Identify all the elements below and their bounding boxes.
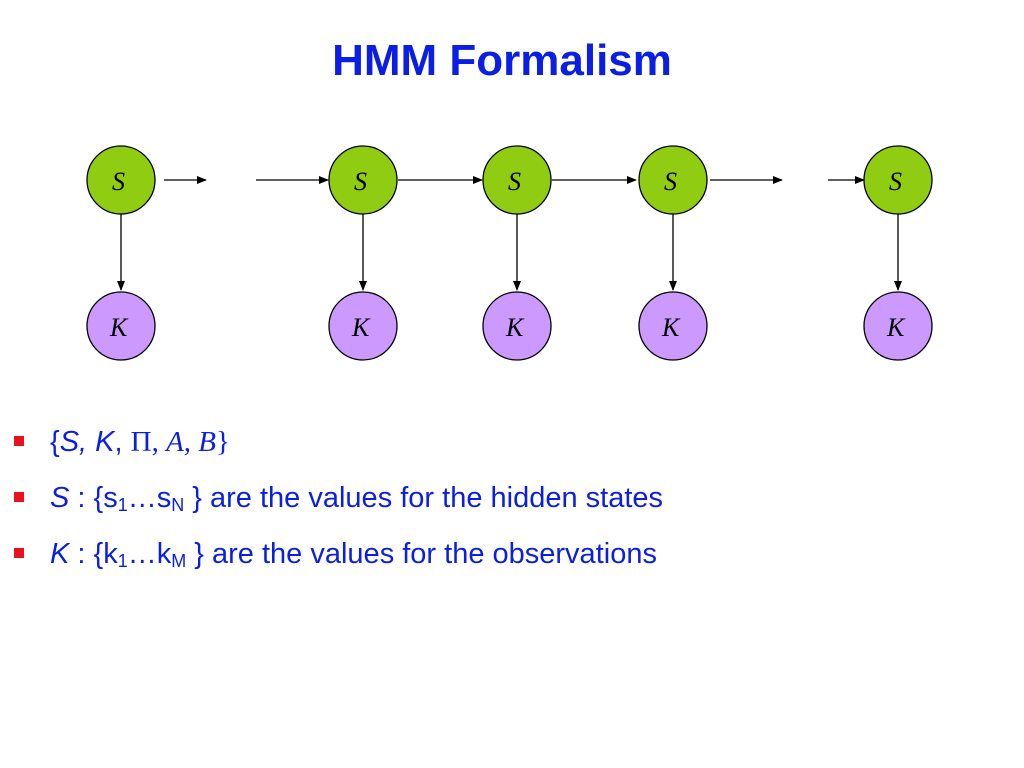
bullet-item-tuple: {S, K, Π, A, B}	[14, 420, 663, 476]
bullet-item-observations: K : {k1…kM } are the values for the obse…	[14, 532, 663, 588]
square-bullet-icon	[14, 548, 24, 558]
state-node-label: S	[508, 167, 521, 196]
square-bullet-icon	[14, 436, 24, 446]
observation-node-label: K	[109, 313, 129, 342]
observation-node-2: K	[328, 291, 398, 361]
observation-node-5: K	[863, 291, 933, 361]
state-node-label: S	[354, 167, 367, 196]
state-node-4: S	[638, 145, 708, 215]
square-bullet-icon	[14, 492, 24, 502]
state-node-5: S	[863, 145, 933, 215]
hmm-diagram: S S S S S K K K K K	[86, 145, 933, 361]
observation-node-label: K	[661, 313, 681, 342]
state-node-1: S	[86, 145, 156, 215]
observation-node-4: K	[638, 291, 708, 361]
state-node-label: S	[112, 167, 125, 196]
slide-title: HMM Formalism	[332, 36, 672, 85]
bullet-item-states: S : {s1…sN } are the values for the hidd…	[14, 476, 663, 532]
observation-node-label: K	[886, 313, 906, 342]
observation-node-3: K	[482, 291, 552, 361]
state-node-2: S	[328, 145, 398, 215]
observation-node-1: K	[86, 291, 156, 361]
observation-node-label: K	[351, 313, 371, 342]
observation-node-label: K	[505, 313, 525, 342]
state-node-label: S	[889, 167, 902, 196]
bullet-list: {S, K, Π, A, B} S : {s1…sN } are the val…	[14, 420, 663, 588]
state-node-label: S	[664, 167, 677, 196]
state-node-3: S	[482, 145, 552, 215]
